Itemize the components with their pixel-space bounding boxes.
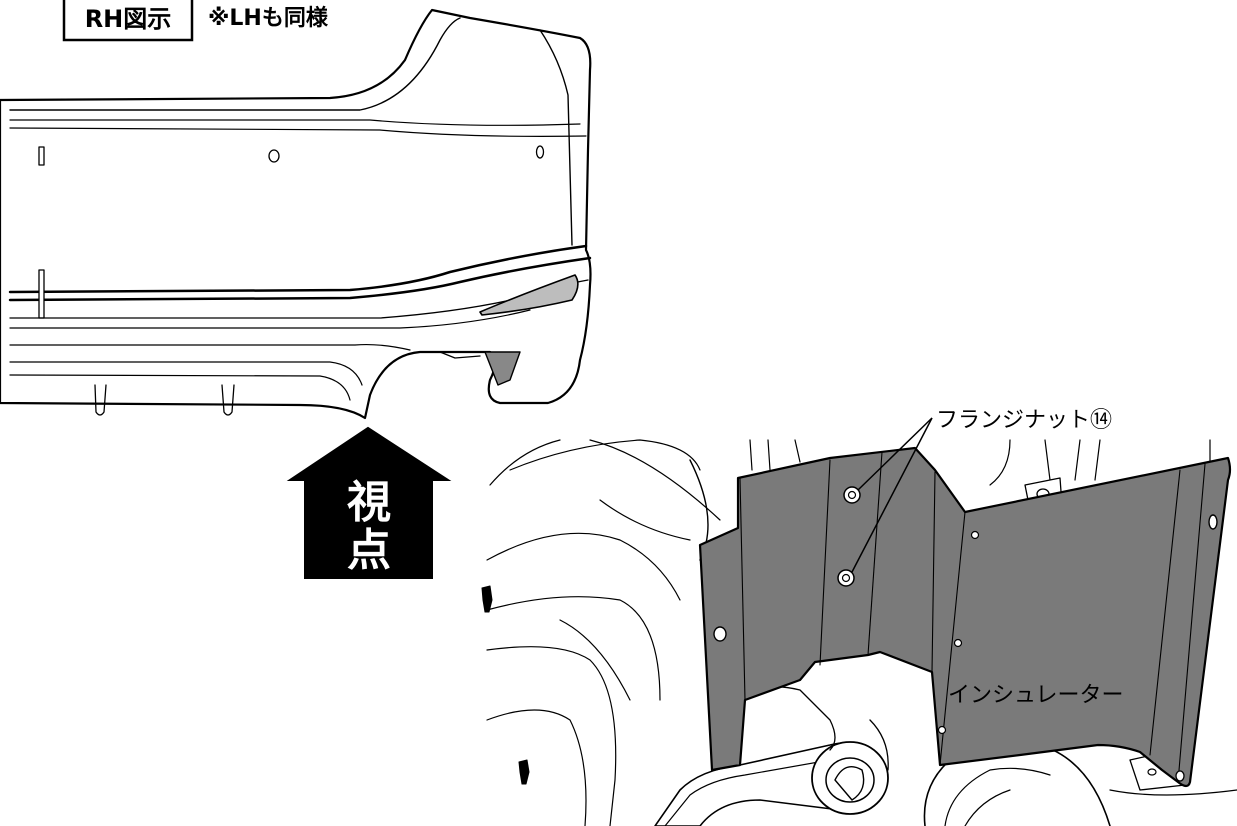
knuckle-area-2: [869, 719, 889, 771]
view-label-group: RH図示 ※LHも同様: [62, 0, 329, 42]
flange-nut-upper: [843, 486, 861, 504]
frame-line-b: [767, 439, 771, 471]
bumper-crease-1: [9, 17, 461, 111]
frame-line-d: [1044, 439, 1051, 481]
frame-line-a: [749, 439, 753, 471]
same-for-lh-note: ※LHも同様: [208, 5, 329, 31]
view-label-text: RH図示: [85, 5, 172, 33]
insulator-outline: [698, 446, 1232, 788]
body-line-4: [486, 532, 681, 601]
view-label-box: [62, 0, 194, 42]
bumper-body-outline: [0, 8, 592, 420]
arm-bushing-core: [834, 766, 865, 801]
body-line-2: [509, 439, 701, 471]
insulator-rivet-2: [953, 638, 963, 648]
flange-nut-label: フランジナット⑭: [936, 408, 1112, 433]
frame-line-g: [989, 439, 1011, 486]
viewpoint-arrow-shape: [286, 426, 452, 579]
insulator-fold-2: [819, 459, 831, 666]
frame-line-c: [794, 439, 801, 463]
insulator-fold-3: [867, 451, 883, 656]
lower-contour-4: [9, 361, 363, 386]
flange-nut-lower: [837, 569, 855, 587]
diffuser-fin-1: [94, 384, 107, 416]
insulator-mount-hole-left: [713, 626, 727, 642]
leader-line-lower: [851, 417, 933, 573]
viewpoint-char-2: 点: [347, 525, 391, 576]
body-line-9: [599, 499, 691, 541]
clip-fastener-lower: [518, 759, 530, 785]
lower-right-line: [1109, 789, 1237, 796]
flange-nut-leaders: [851, 417, 933, 573]
under-bumper-detail: [484, 351, 521, 386]
clip-fastener-upper: [481, 585, 493, 613]
insulator-fold-4: [931, 471, 936, 673]
insulator-fold-6: [1149, 469, 1181, 756]
body-line-8: [559, 619, 631, 701]
insulator-bottom-edge: [699, 544, 713, 771]
diffuser-fin-2: [221, 384, 235, 416]
sensor-slot-left-bottom: [38, 269, 45, 319]
viewpoint-arrow: 視 点: [286, 426, 452, 579]
insulator-panel: [698, 446, 1232, 788]
bumper-crease-2: [9, 119, 581, 126]
viewpoint-char-1: 視: [347, 477, 391, 528]
body-line-7: [486, 709, 587, 826]
body-line-6: [486, 646, 617, 826]
bumper-top-right-edge: [539, 29, 573, 246]
sensor-slot-left-top: [38, 146, 45, 166]
rear-bumper: [0, 8, 592, 420]
lower-bracket-hole: [1147, 768, 1157, 776]
suspension-arm-edge: [664, 759, 831, 826]
arm-bushing-inner: [825, 757, 875, 803]
tire-inner-1: [944, 767, 1051, 826]
frame-line-e: [1074, 439, 1081, 481]
body-line-1: [489, 439, 561, 486]
insulator-rivet-3: [937, 725, 947, 735]
sensor-hole-right: [535, 145, 545, 159]
garnish-strip-upper: [8, 244, 588, 294]
lower-contour-2: [9, 309, 531, 329]
rear-reflector: [479, 274, 579, 316]
insulator-mount-hole-right: [1208, 514, 1218, 530]
insulator-hole-bottom-right: [1175, 770, 1185, 782]
leader-line-upper: [857, 417, 933, 491]
insulator-fold-7: [1177, 463, 1206, 783]
body-line-5: [486, 596, 661, 701]
lower-contour-5: [9, 374, 351, 401]
insulator-rivet-1: [970, 530, 980, 540]
garnish-strip-lower: [8, 256, 592, 302]
body-line-3: [589, 439, 721, 521]
lower-contour-3: [9, 343, 411, 351]
under-bumper-detail-2: [439, 351, 481, 359]
insulator-label: インシュレーター: [948, 683, 1124, 708]
tire-inner-2: [964, 789, 1011, 826]
insulator-fold-5: [939, 511, 966, 766]
frame-line-f: [1094, 439, 1101, 481]
sensor-hole-center: [268, 149, 280, 163]
insulator-fold-1: [739, 477, 746, 701]
bumper-crease-3: [9, 127, 587, 137]
